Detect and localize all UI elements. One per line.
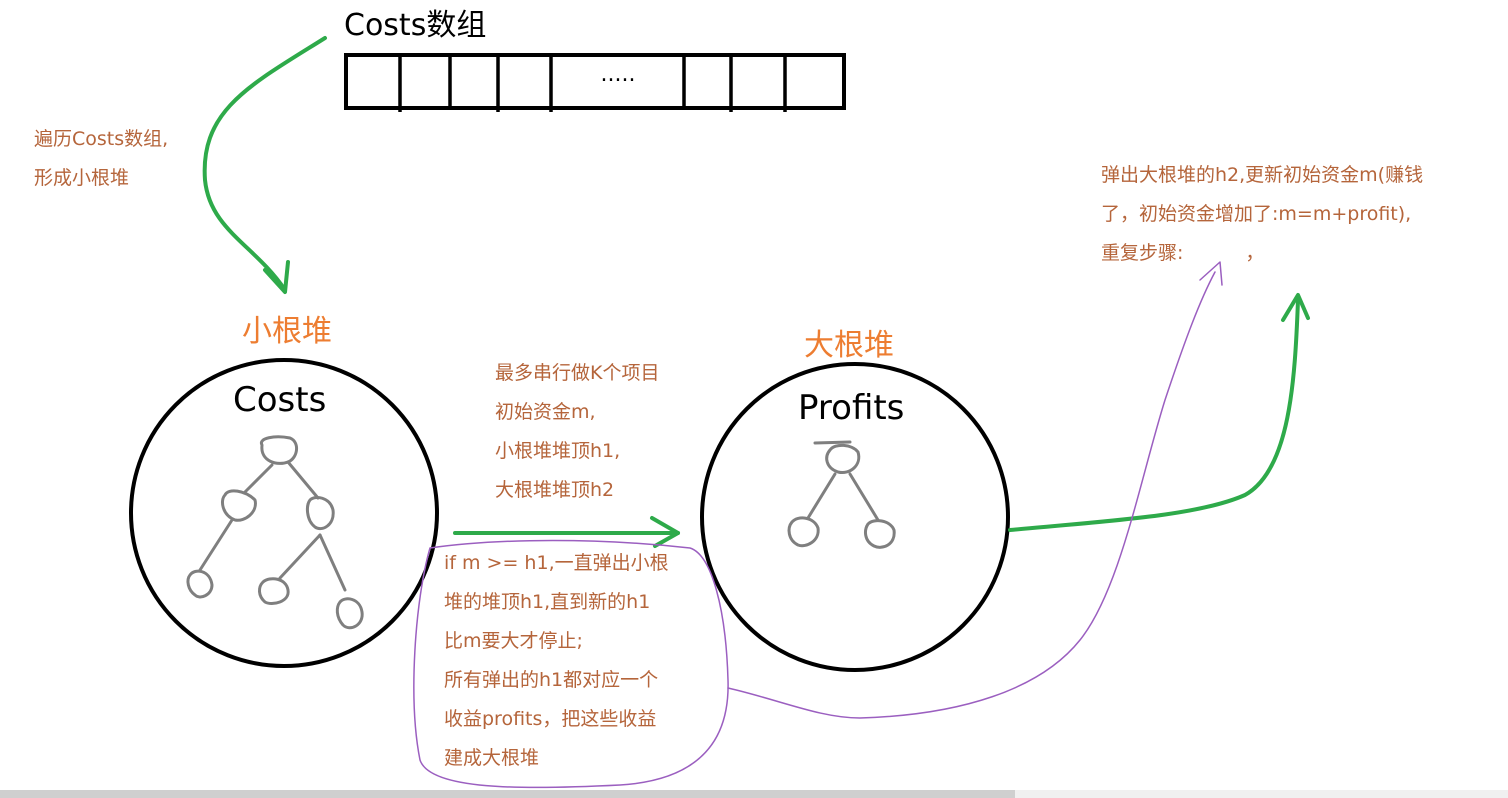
horizontal-scrollbar-track[interactable] [1015, 790, 1508, 798]
pop-note-line: 所有弹出的h1都对应一个 [444, 669, 659, 691]
min-heap-tree [186, 435, 364, 630]
horizontal-scrollbar-thumb[interactable] [0, 790, 1015, 798]
params-note: 最多串行做K个项目 初始资金m, 小根堆堆顶h1, 大根堆堆顶h2 [495, 354, 659, 510]
params-note-line: 初始资金m, [495, 401, 596, 423]
max-heap-circle [700, 362, 1010, 672]
max-heap-circle-text: Profits [798, 388, 905, 428]
array-title: Costs数组 [344, 8, 487, 43]
min-heap-circle [129, 358, 439, 668]
max-heap-tree [787, 440, 896, 549]
params-note-line: 小根堆堆顶h1, [495, 440, 621, 462]
result-note-line: 重复步骤: ， [1101, 234, 1423, 273]
min-heap-circle-text: Costs [233, 380, 327, 420]
min-heap-label: 小根堆 [242, 314, 332, 349]
result-note-line: 弹出大根堆的h2,更新初始资金m(赚钱 [1101, 164, 1424, 186]
costs-array [344, 53, 846, 112]
purple-loop-annotation [413, 261, 1223, 789]
arrow-maxheap-to-result [1008, 293, 1310, 532]
max-heap-label: 大根堆 [804, 328, 894, 363]
pop-note-line: 堆的堆顶h1,直到新的h1 [444, 591, 651, 613]
pop-note: if m >= h1,一直弹出小根 堆的堆顶h1,直到新的h1 比m要大才停止;… [444, 544, 669, 778]
traverse-note: 遍历Costs数组, 形成小根堆 [34, 120, 168, 198]
array-ellipsis: ..... [600, 62, 636, 87]
traverse-note-line: 遍历Costs数组, [34, 128, 169, 150]
result-note-step: 重复步骤: [1101, 242, 1184, 264]
arrow-minheap-to-maxheap [453, 516, 680, 548]
arrow-array-to-minheap [202, 36, 327, 294]
traverse-note-line: 形成小根堆 [34, 167, 130, 189]
result-note-comma: ， [1245, 242, 1265, 264]
pop-note-line: 建成大根堆 [444, 747, 540, 769]
params-note-line: 大根堆堆顶h2 [495, 479, 615, 501]
pop-note-line: if m >= h1,一直弹出小根 [444, 552, 669, 574]
pop-note-line: 比m要大才停止; [444, 630, 583, 652]
result-note: 弹出大根堆的h2,更新初始资金m(赚钱 了，初始资金增加了:m=m+profit… [1101, 156, 1423, 273]
result-note-line: 了，初始资金增加了:m=m+profit), [1101, 203, 1412, 225]
pop-note-line: 收益profits，把这些收益 [444, 708, 657, 730]
params-note-line: 最多串行做K个项目 [495, 362, 660, 384]
